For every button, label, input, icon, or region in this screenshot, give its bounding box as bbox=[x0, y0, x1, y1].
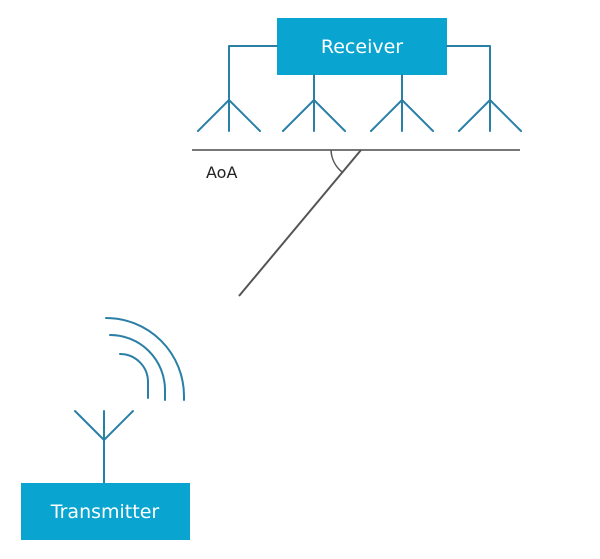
aoa-label: AoA bbox=[206, 163, 237, 182]
receiver-label: Receiver bbox=[321, 36, 403, 58]
transmitter-antenna-icon bbox=[74, 410, 134, 484]
receiver-feed-lines bbox=[228, 45, 491, 101]
feed-line-1 bbox=[228, 45, 278, 101]
antenna-icon bbox=[282, 99, 346, 132]
signal-wave-middle bbox=[109, 334, 166, 401]
antenna-icon bbox=[197, 99, 261, 132]
signal-wave-outer bbox=[105, 317, 185, 401]
transmitter-label: Transmitter bbox=[50, 501, 160, 523]
receiver: Receiver bbox=[277, 18, 447, 75]
antenna-icon bbox=[458, 99, 522, 132]
signal-wave-inner bbox=[119, 353, 149, 399]
transmitter-box bbox=[21, 483, 190, 540]
feed-line-4 bbox=[446, 45, 491, 101]
receiver-box bbox=[277, 18, 447, 75]
transmitter: Transmitter bbox=[21, 483, 190, 540]
signal-waves-icon bbox=[105, 317, 185, 401]
receiver-antenna-array bbox=[197, 99, 522, 132]
angle-of-arrival-arc bbox=[330, 149, 343, 173]
incoming-signal-ray bbox=[238, 149, 362, 297]
antenna-icon bbox=[370, 99, 434, 132]
